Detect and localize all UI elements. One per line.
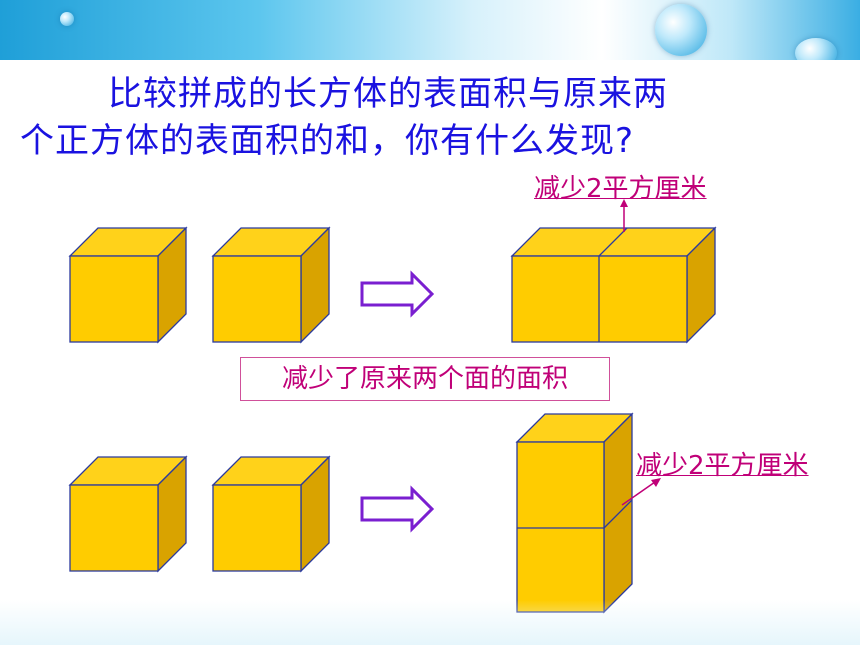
water-drop-decoration xyxy=(655,4,707,56)
water-drop-decoration xyxy=(795,38,837,60)
footer-decoration xyxy=(0,600,860,645)
header-banner xyxy=(0,0,860,60)
pointer-arrow-icon xyxy=(621,478,661,506)
cube-left-top-row xyxy=(69,227,187,343)
cube-right-top-row xyxy=(212,227,330,343)
water-drop-decoration xyxy=(60,12,74,26)
cube-left-bottom-row xyxy=(69,456,187,572)
bottom-reduction-note: 减少2平方厘米 xyxy=(636,451,809,481)
summary-box: 减少了原来两个面的面积 xyxy=(240,357,610,401)
combined-cuboid-vertical xyxy=(515,412,634,614)
question-line-1: 比较拼成的长方体的表面积与原来两 xyxy=(108,74,668,114)
hollow-right-arrow-icon xyxy=(360,270,435,318)
hollow-right-arrow-icon xyxy=(360,485,435,533)
top-reduction-note: 减少2平方厘米 xyxy=(534,174,707,204)
cube-right-bottom-row xyxy=(212,456,330,572)
combined-cuboid-horizontal xyxy=(510,226,717,344)
question-line-2: 个正方体的表面积的和，你有什么发现? xyxy=(20,121,635,161)
pointer-arrow-icon xyxy=(620,199,628,232)
